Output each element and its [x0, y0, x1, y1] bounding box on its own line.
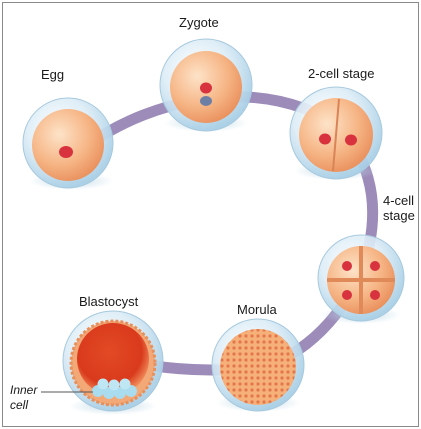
four-cell-embryo	[318, 235, 404, 324]
two-cell-nucleus-left	[319, 134, 331, 145]
blastocyst	[63, 311, 163, 415]
zygote-cell	[160, 39, 252, 132]
two-cell-embryo	[290, 87, 382, 180]
label-two-cell-stage: 2-cell stage	[308, 66, 374, 81]
morula	[212, 319, 304, 412]
label-inner-cell-line1: Inner	[10, 384, 37, 397]
label-four-cell-line1: 4-cell	[383, 193, 414, 208]
label-inner-cell-line2: cell	[10, 399, 28, 412]
label-four-cell-line2: stage	[383, 208, 415, 223]
egg-cell	[23, 98, 113, 190]
egg-nucleus	[59, 146, 73, 158]
label-zygote: Zygote	[179, 15, 219, 30]
label-morula: Morula	[237, 302, 277, 317]
label-egg: Egg	[41, 67, 64, 82]
two-cell-nucleus-right	[345, 135, 357, 146]
label-blastocyst: Blastocyst	[79, 294, 138, 309]
zygote-pronucleus-red	[200, 83, 212, 94]
zygote-pronucleus-blue	[200, 96, 212, 106]
